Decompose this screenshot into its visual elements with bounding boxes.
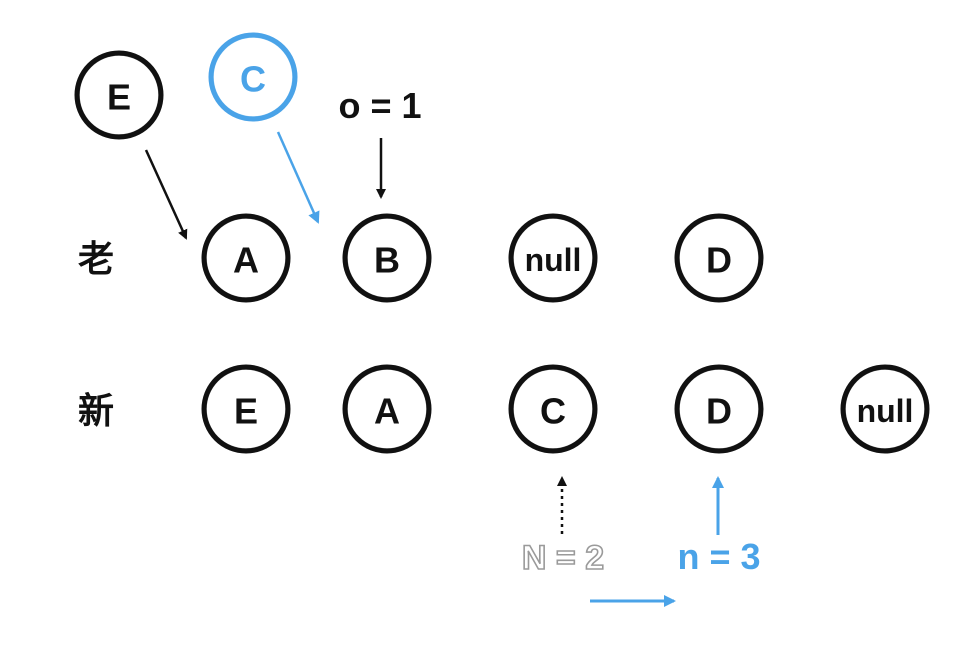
new-node-e-label: E <box>234 391 258 432</box>
new-node-d: D <box>674 364 764 454</box>
floating-node-c-label: C <box>240 59 266 100</box>
pointer-N-label: N = 2 <box>522 539 604 577</box>
new-node-null: null <box>840 364 930 454</box>
old-node-d: D <box>674 213 764 303</box>
arrow-e-to-a <box>144 149 188 240</box>
floating-node-e-label: E <box>107 77 131 118</box>
row-label-new: 新 <box>78 391 114 432</box>
new-node-c: C <box>508 364 598 454</box>
row-label-old: 老 <box>78 239 114 280</box>
new-node-c-label: C <box>540 391 566 432</box>
old-node-null: null <box>508 213 598 303</box>
floating-node-c: C <box>208 32 298 122</box>
old-node-null-label: null <box>525 242 582 278</box>
arrow-c-to-b <box>276 131 320 224</box>
floating-node-e: E <box>74 50 164 140</box>
old-node-b: B <box>342 213 432 303</box>
old-node-a-label: A <box>233 240 259 281</box>
new-node-d-label: D <box>706 391 732 432</box>
pointer-o-label: o = 1 <box>338 85 421 126</box>
new-node-e: E <box>201 364 291 454</box>
new-node-a: A <box>342 364 432 454</box>
old-node-b-label: B <box>374 240 400 281</box>
old-node-d-label: D <box>706 240 732 281</box>
pointer-n-label: n = 3 <box>677 536 760 577</box>
new-node-a-label: A <box>374 391 400 432</box>
new-node-null-label: null <box>857 393 914 429</box>
old-node-a: A <box>201 213 291 303</box>
